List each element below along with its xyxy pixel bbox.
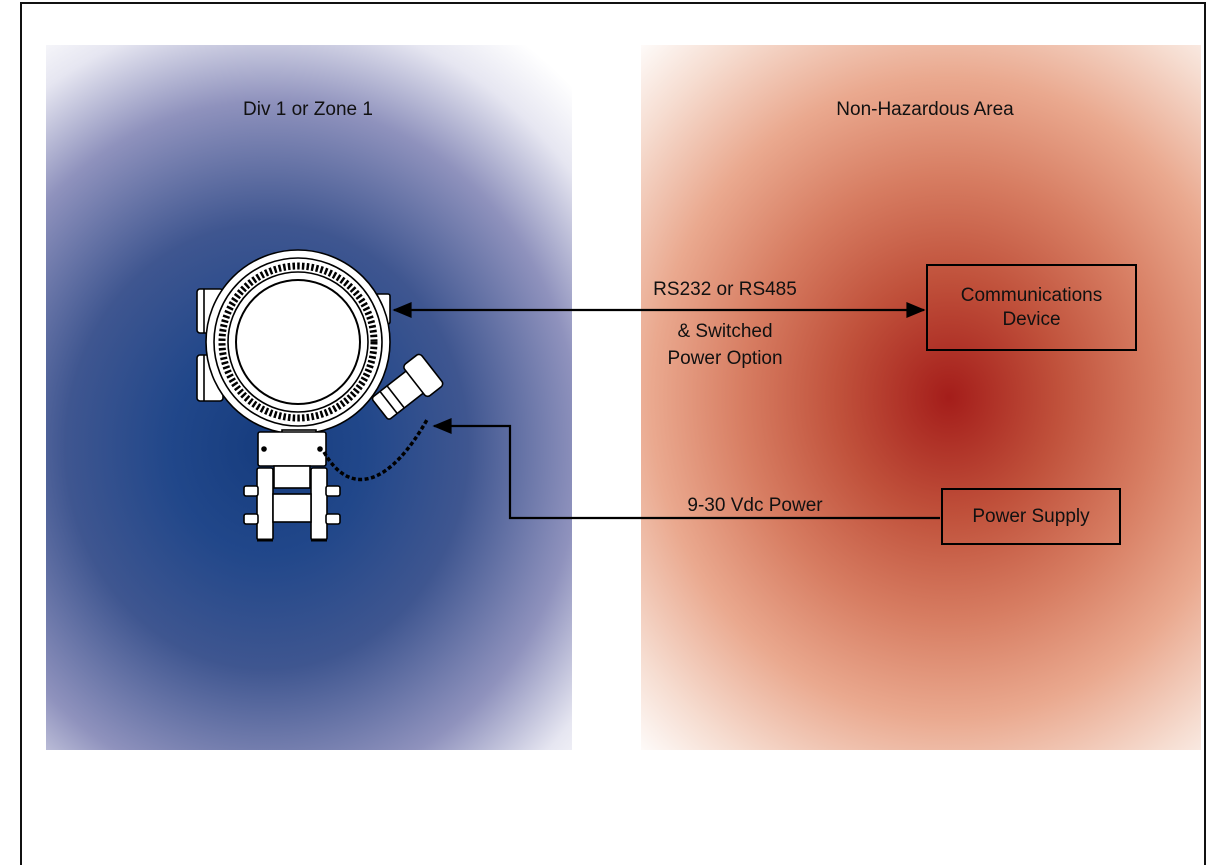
power-supply-label: Power Supply xyxy=(972,505,1090,527)
power-supply-box: Power Supply xyxy=(941,488,1121,545)
communications-device-box: Communications Device xyxy=(926,264,1137,351)
comm-link-label-3: Power Option xyxy=(667,348,783,369)
comm-link-label-1: RS232 or RS485 xyxy=(653,279,797,300)
communications-device-label-2: Device xyxy=(1002,308,1061,330)
hazardous-zone-label: Div 1 or Zone 1 xyxy=(243,99,373,120)
communications-device-label-1: Communications xyxy=(960,284,1103,306)
non-hazardous-zone-label: Non-Hazardous Area xyxy=(836,99,1014,120)
cap-chain xyxy=(322,417,430,482)
non-hazardous-zone xyxy=(641,45,1201,750)
power-link-label: 9-30 Vdc Power xyxy=(687,495,823,516)
transmitter-icon xyxy=(196,249,444,542)
comm-link-label-2: & Switched xyxy=(677,321,773,342)
power-link-arrow xyxy=(432,418,940,520)
